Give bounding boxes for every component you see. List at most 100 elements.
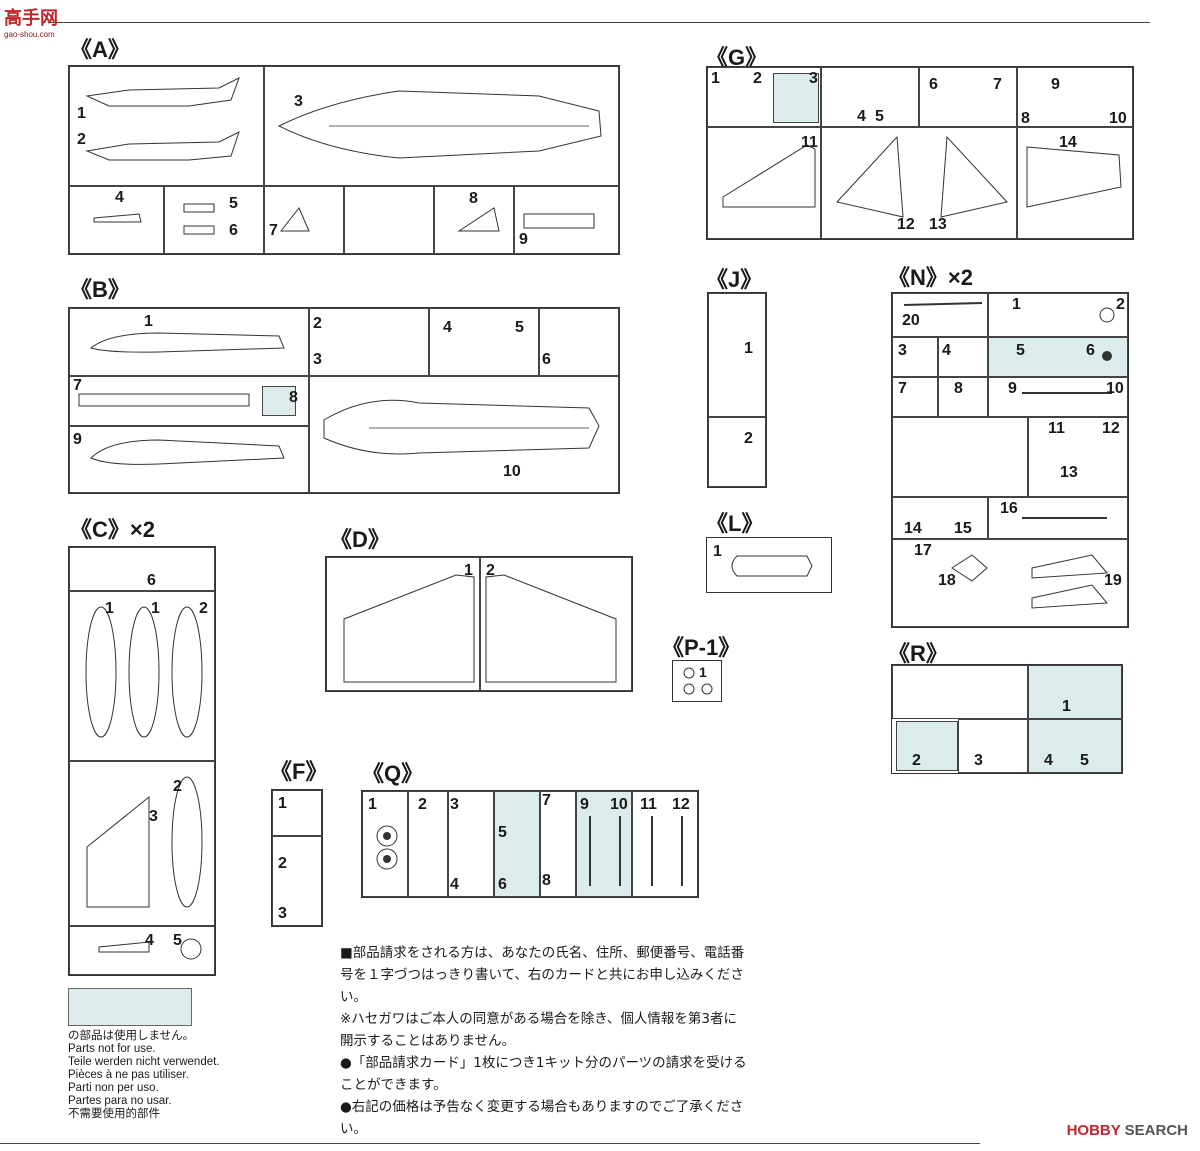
part-a4: 4 [115, 189, 124, 206]
part-c1b: 1 [151, 600, 160, 617]
sprue-g-title: 《G》 [706, 45, 768, 70]
sprue-a-parts-drawing [85, 76, 602, 235]
part-a6: 6 [229, 222, 238, 239]
part-n18: 18 [938, 572, 956, 589]
unused-part-r1 [1028, 665, 1122, 719]
part-n11: 11 [1048, 420, 1065, 437]
part-q1: 1 [368, 796, 377, 813]
part-q5: 5 [498, 824, 507, 841]
part-j1: 1 [744, 340, 753, 357]
sprue-r-title: 《R》 [888, 641, 948, 666]
part-g9: 9 [1051, 76, 1060, 93]
part-g3: 3 [809, 70, 818, 87]
part-g5: 5 [875, 108, 884, 125]
sprue-c: 6 1 1 2 2 3 4 5 [68, 546, 216, 976]
part-c5: 5 [173, 932, 182, 949]
part-f3: 3 [278, 905, 287, 922]
part-b1: 1 [144, 313, 153, 330]
part-f2: 2 [278, 855, 287, 872]
part-q3: 3 [450, 796, 459, 813]
part-l1: 1 [713, 543, 722, 560]
part-c6: 6 [147, 572, 156, 589]
part-n8: 8 [954, 380, 963, 397]
sprue-q-parts-drawing [376, 816, 683, 886]
part-q2: 2 [418, 796, 427, 813]
part-q4: 4 [450, 876, 459, 893]
part-a7: 7 [269, 222, 278, 239]
sprue-n-parts-drawing [903, 302, 1115, 609]
sprue-j-title: 《J》 [706, 267, 763, 292]
sprue-b: 1 2 3 4 5 6 7 8 9 10 [68, 307, 620, 494]
hobbysearch-watermark: HOBBY SEARCH [1066, 1122, 1188, 1139]
unused-part-g3 [773, 73, 819, 123]
part-b3: 3 [313, 351, 322, 368]
part-a1: 1 [77, 105, 86, 122]
sprue-a: 1 2 3 4 5 6 7 8 9 [68, 65, 620, 255]
sprue-a-title: 《A》 [70, 37, 130, 62]
part-p1: 1 [699, 664, 707, 680]
part-g14: 14 [1059, 134, 1077, 151]
part-b6: 6 [542, 351, 551, 368]
part-b2: 2 [313, 315, 322, 332]
part-q6: 6 [498, 876, 507, 893]
part-r3: 3 [974, 752, 983, 769]
note-privacy: ※ハセガワはご本人の同意がある場合を除き、個人情報を第3者に開示することはありま… [340, 1011, 737, 1049]
bottom-rule [0, 1143, 980, 1144]
part-a3: 3 [294, 93, 303, 110]
sprue-d-title: 《D》 [330, 527, 390, 552]
part-a5: 5 [229, 195, 238, 212]
note-price: ●右記の価格は予告なく変更する場合もありますのでご了承ください。 [340, 1099, 744, 1137]
part-r5: 5 [1080, 752, 1089, 769]
unused-parts-legend: の部品は使用しません。 Parts not for use. Teile wer… [68, 1030, 220, 1120]
part-n2: 2 [1116, 296, 1125, 313]
unused-part-q5-q6 [494, 791, 540, 897]
part-n9: 9 [1008, 380, 1017, 397]
part-n4: 4 [942, 342, 951, 359]
part-d1: 1 [464, 562, 473, 579]
part-q7: 7 [542, 792, 551, 809]
part-c2a: 2 [199, 600, 208, 617]
part-n20: 20 [902, 312, 920, 329]
part-g4: 4 [857, 108, 866, 125]
part-b4: 4 [443, 319, 452, 336]
part-b7: 7 [73, 377, 82, 394]
part-n16: 16 [1000, 500, 1018, 517]
part-g10: 10 [1109, 110, 1127, 127]
part-b10: 10 [503, 463, 521, 480]
part-b8: 8 [289, 389, 298, 406]
part-n7: 7 [898, 380, 907, 397]
sprue-l-title: 《L》 [706, 511, 764, 536]
part-c2b: 2 [173, 778, 182, 795]
sprue-n-title: 《N》×2 [888, 265, 973, 290]
unused-part-q9-q10 [576, 791, 632, 897]
sprue-q-title: 《Q》 [362, 761, 424, 786]
part-n17: 17 [914, 542, 932, 559]
part-d2: 2 [486, 562, 495, 579]
part-a2: 2 [77, 131, 86, 148]
part-n13: 13 [1060, 464, 1078, 481]
part-b5: 5 [515, 319, 524, 336]
unused-part-r4-r5 [1028, 719, 1122, 773]
sprue-f: 1 2 3 [271, 789, 323, 927]
sprue-b-title: 《B》 [70, 277, 130, 302]
part-q12: 12 [672, 796, 690, 813]
sprue-f-title: 《F》 [270, 759, 328, 784]
part-n14: 14 [904, 520, 922, 537]
unused-part-r2 [896, 721, 958, 771]
parts-request-notes: ■部品請求をされる方は、あなたの氏名、住所、郵便番号、電話番号を１字づつはっきり… [340, 942, 750, 1140]
part-c3: 3 [149, 808, 158, 825]
part-g2: 2 [753, 70, 762, 87]
part-n1: 1 [1012, 296, 1021, 313]
sprue-n: 20 1 2 3 4 5 6 7 8 9 10 11 12 13 14 15 1… [891, 292, 1129, 628]
part-q11: 11 [640, 796, 657, 813]
part-j2: 2 [744, 430, 753, 447]
part-n19: 19 [1104, 572, 1122, 589]
sprue-j: 1 2 [707, 292, 767, 488]
part-n12: 12 [1102, 420, 1120, 437]
part-q9: 9 [580, 796, 589, 813]
sprue-q: 1 2 3 4 5 6 7 8 9 10 11 12 [361, 790, 699, 898]
part-g11: 11 [801, 134, 818, 151]
part-g7: 7 [993, 76, 1002, 93]
part-n15: 15 [954, 520, 972, 537]
